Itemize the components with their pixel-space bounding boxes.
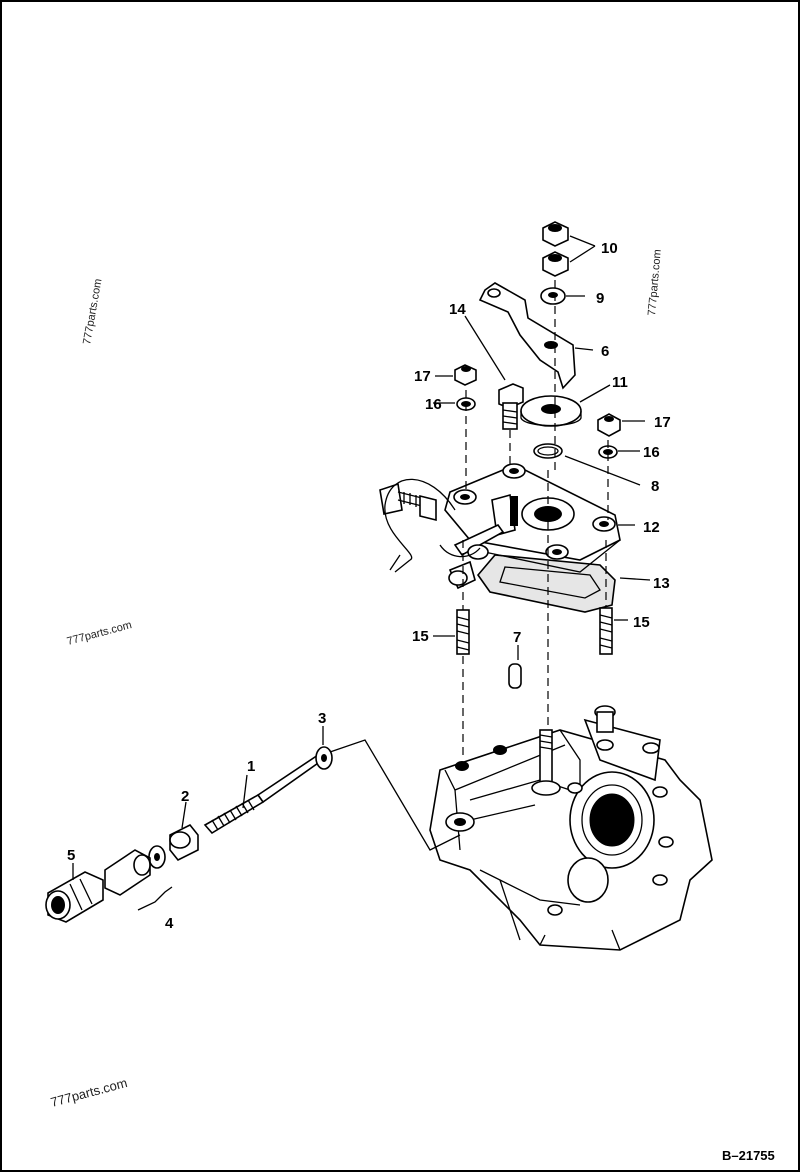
- alignment-lines: [462, 280, 609, 760]
- callout-14: 14: [449, 301, 466, 318]
- callout-16-right: 16: [643, 444, 660, 461]
- callout-9: 9: [596, 290, 604, 307]
- governor-cover-drawing: [379, 463, 621, 613]
- callout-4: 4: [165, 915, 174, 932]
- callout-6: 6: [601, 343, 609, 360]
- callout-15-left: 15: [412, 628, 429, 645]
- callout-leaders: [72, 235, 651, 880]
- callout-17-right: 17: [654, 414, 671, 431]
- callout-13: 13: [653, 575, 670, 592]
- callout-11: 11: [612, 374, 628, 391]
- watermark-right: 777parts.com: [646, 249, 664, 316]
- callout-5: 5: [67, 847, 75, 864]
- callout-1: 1: [247, 758, 255, 775]
- callout-2: 2: [181, 788, 189, 805]
- callout-3: 3: [318, 710, 326, 727]
- callout-labels: 1 2 3 4 5 6 7 8 9 10 11 12 13 14 15 15 1…: [67, 240, 671, 932]
- engine-block-drawing: [429, 705, 713, 951]
- callout-10: 10: [601, 240, 618, 257]
- upper-parts-stack: [454, 221, 621, 796]
- shaft-assembly-drawing: [45, 739, 461, 923]
- callout-15-right: 15: [633, 614, 650, 631]
- callout-12: 12: [643, 519, 660, 536]
- callout-8: 8: [651, 478, 659, 495]
- callout-17-left: 17: [414, 368, 431, 385]
- callout-16-left: 16: [425, 396, 442, 413]
- drawing-code: B–21755: [722, 1148, 775, 1163]
- callout-7: 7: [513, 629, 521, 646]
